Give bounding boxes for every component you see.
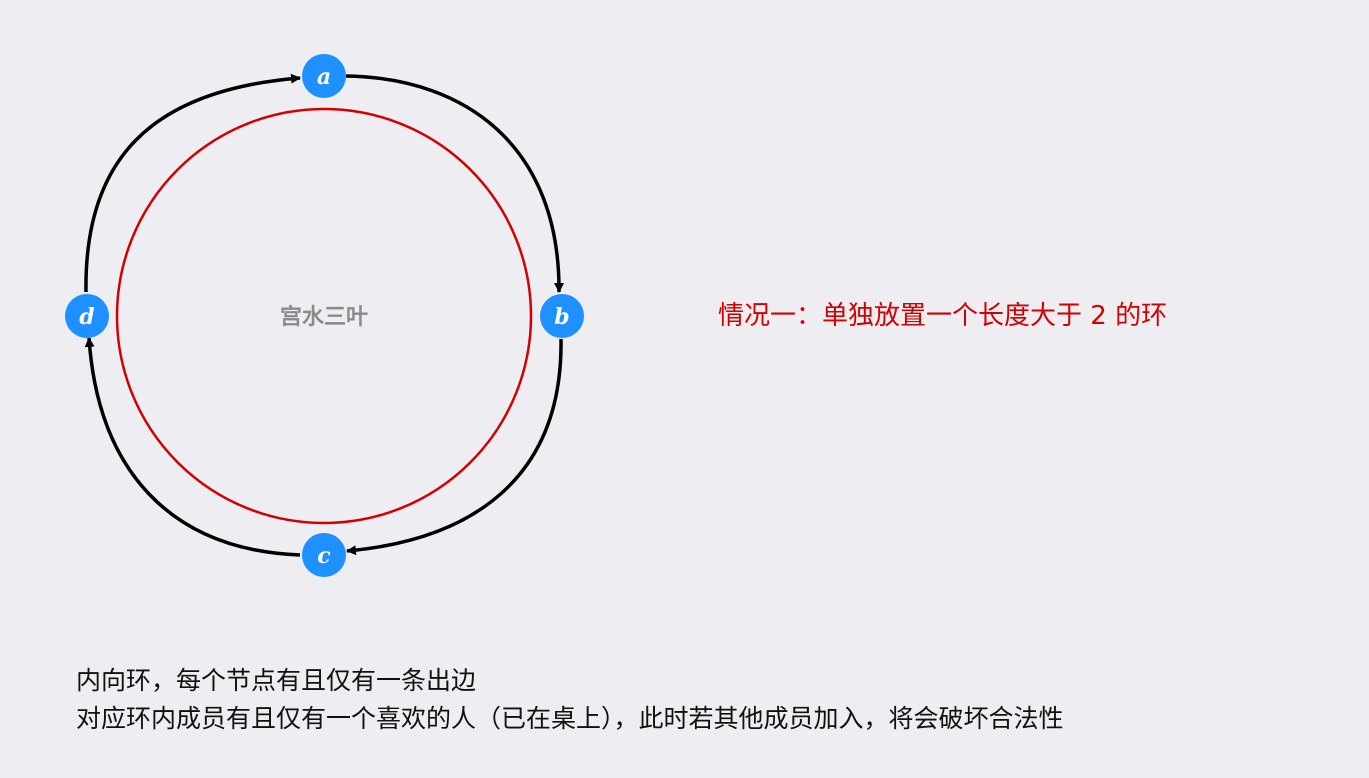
edge-b-to-c [346,338,563,556]
node-c-label: c [317,543,331,569]
node-b: b [540,294,584,338]
case-title: 情况一：单独放置一个长度大于 2 的环 [718,301,1168,331]
node-a-circle [302,54,346,98]
edge-d-to-a [84,73,301,293]
cycle-highlight-circle [115,107,533,525]
node-d: d [65,294,109,338]
node-d-circle [65,294,109,338]
note-line-2: 对应环内成员有且仅有一个喜欢的人（已在桌上），此时若其他成员加入，将会破坏合法性 [76,704,1064,733]
notes-block: 内向环，每个节点有且仅有一条出边 对应环内成员有且仅有一个喜欢的人（已在桌上），… [76,662,1064,738]
note-line-1: 内向环，每个节点有且仅有一条出边 [76,666,477,695]
node-a-label: a [317,64,331,90]
node-d-label: d [79,304,94,330]
node-b-label: b [554,304,569,330]
node-a: a [302,54,346,98]
node-b-circle [540,294,584,338]
node-c: c [302,533,346,577]
node-c-circle [302,533,346,577]
edge-a-to-b [345,74,565,293]
edge-c-to-d [84,337,301,557]
watermark-text: 宫水三叶 [280,304,368,330]
